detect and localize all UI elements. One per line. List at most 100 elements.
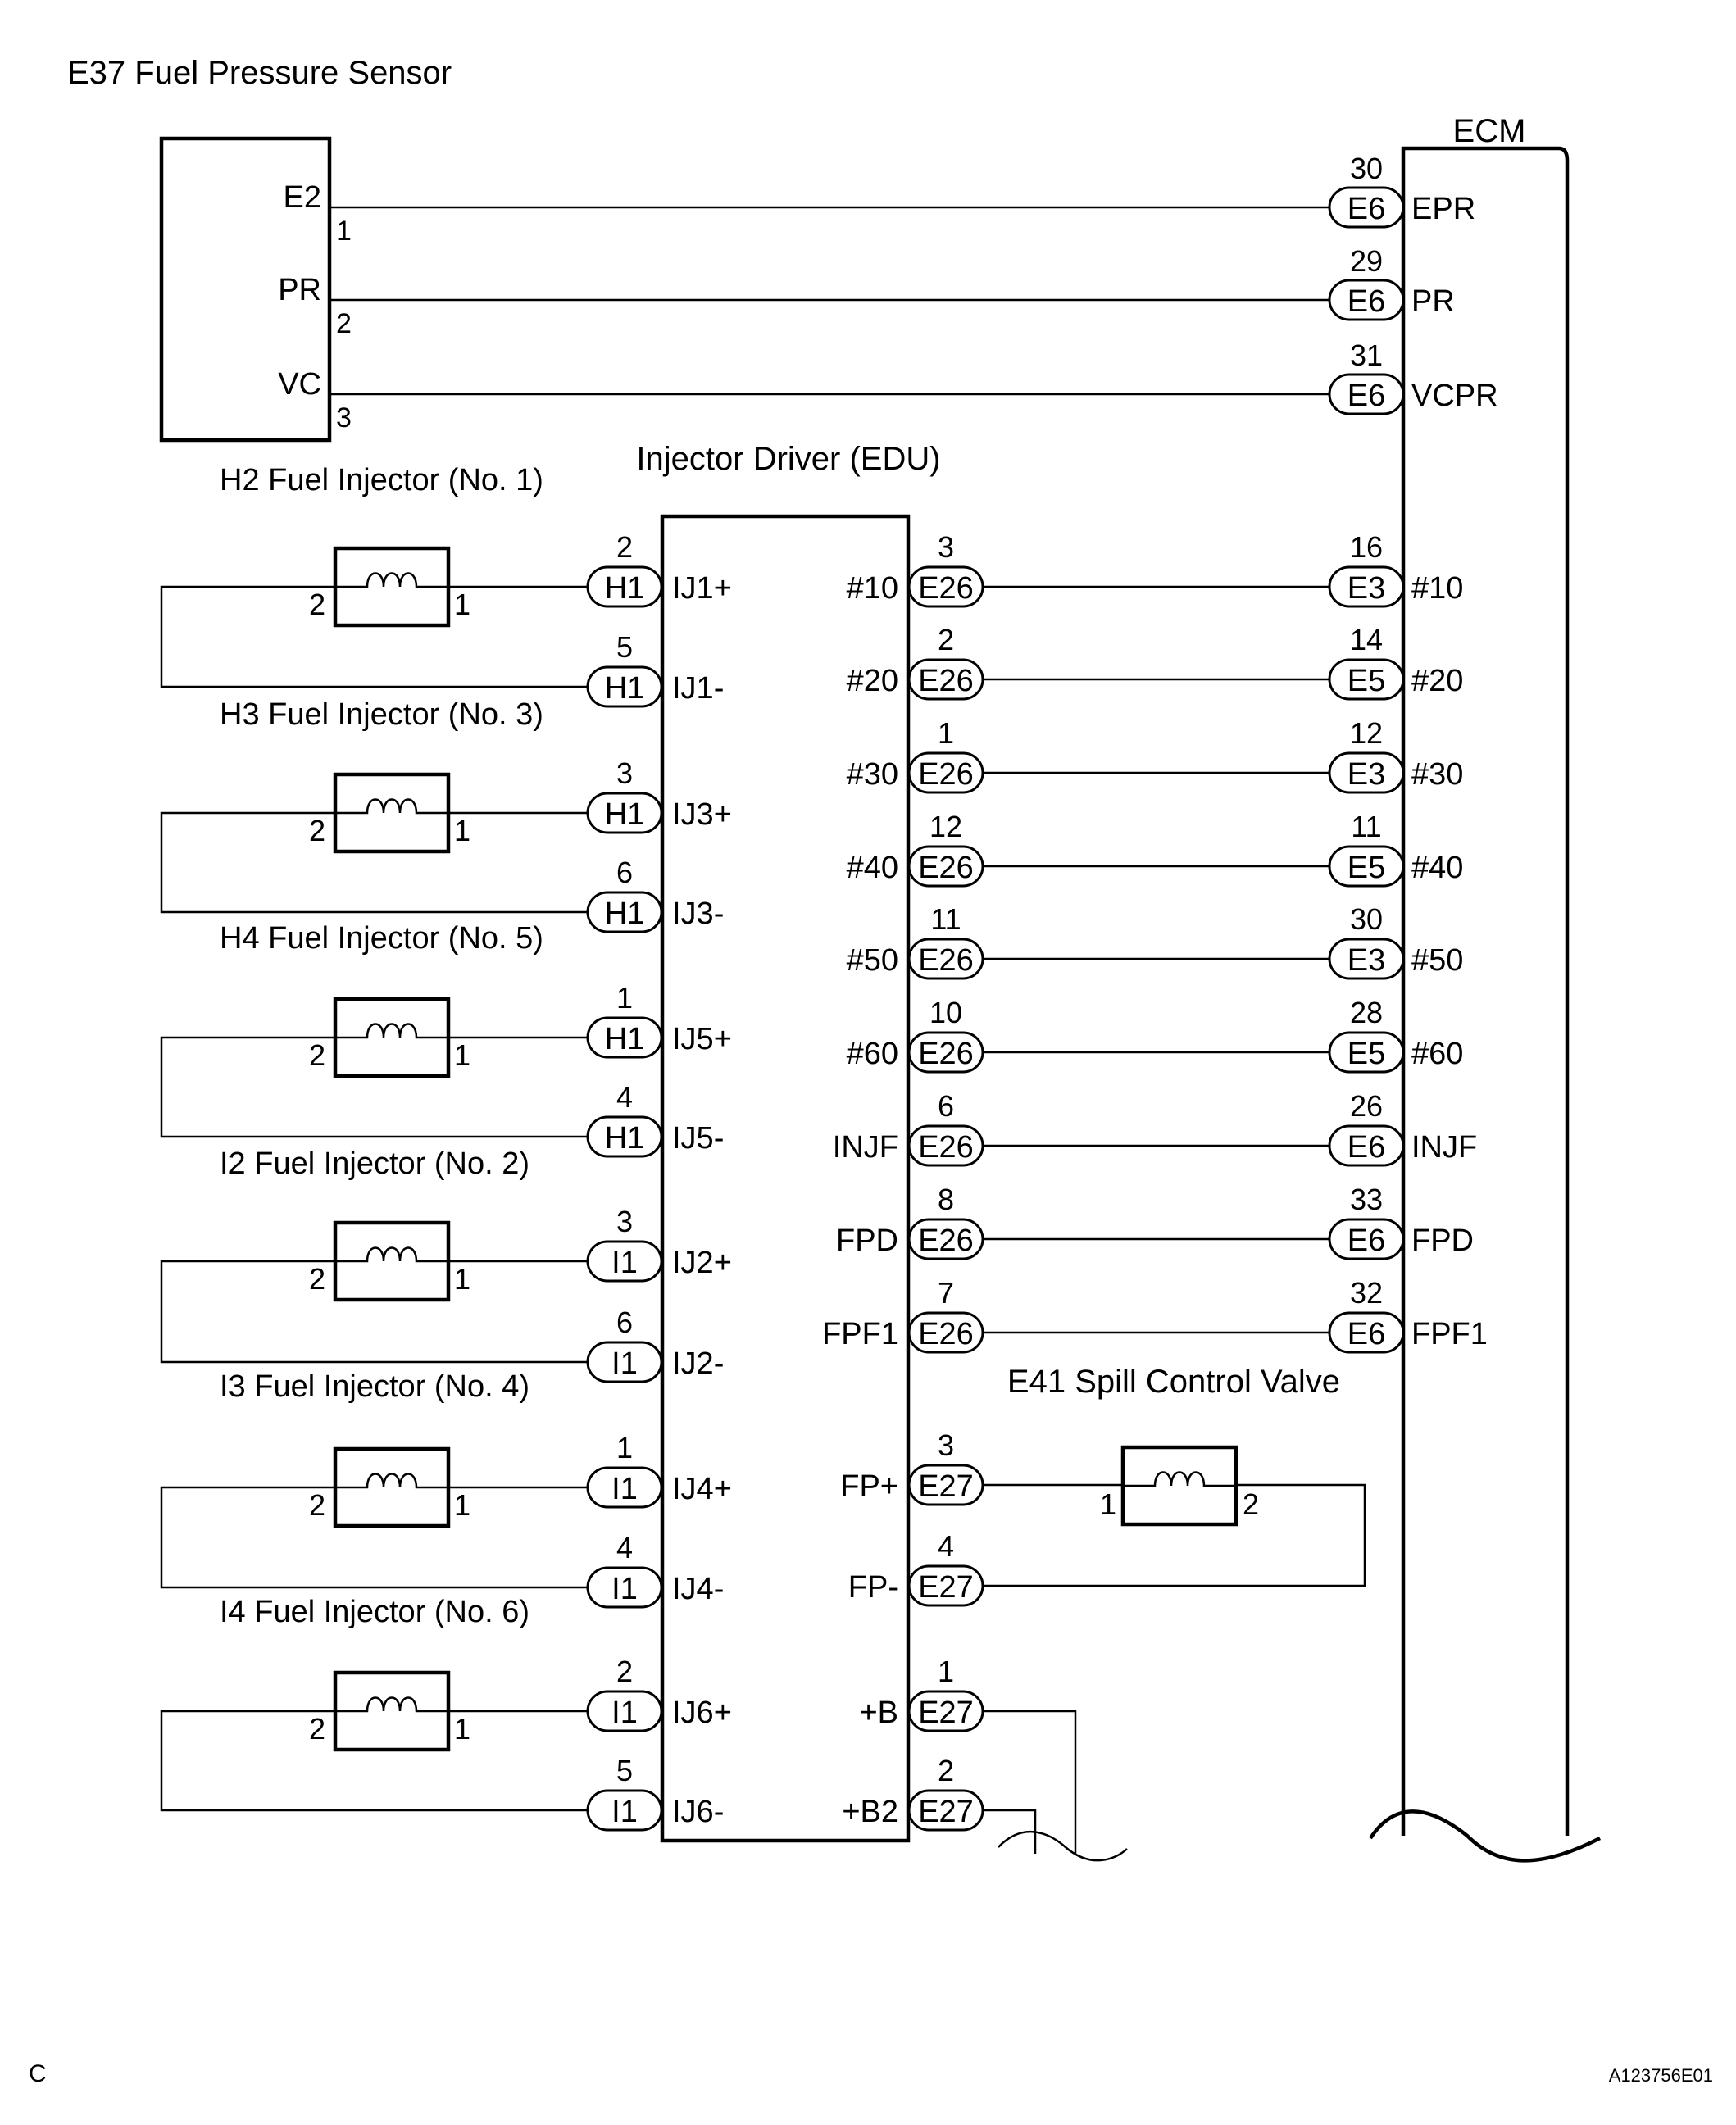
- sensor-pin-number: 1: [336, 216, 352, 247]
- ecm-pin-number: 28: [1350, 996, 1383, 1029]
- edu-connector-label: E26: [918, 1037, 974, 1071]
- edu-pin-number: 7: [938, 1276, 954, 1310]
- ecm-connector-label: E6: [1347, 192, 1385, 226]
- edu-title: Injector Driver (EDU): [636, 441, 940, 477]
- edu-connector-label: E26: [918, 851, 974, 885]
- ecm-pin-number: 26: [1350, 1089, 1383, 1123]
- ecm-pin-number: 30: [1350, 902, 1383, 936]
- footer-figure-id: A123756E01: [1609, 2065, 1713, 2086]
- edu-pin-number: 3: [616, 1205, 633, 1238]
- edu-connector: [907, 1690, 984, 1732]
- ecm-terminal-label: #30: [1411, 757, 1463, 792]
- sensor-pin-number: 3: [336, 402, 352, 434]
- edu-pin-number: 4: [938, 1529, 954, 1563]
- edu-terminal-label: FP+: [840, 1469, 898, 1504]
- coil-icon: [335, 1246, 448, 1263]
- ecm-pin-number: 11: [1351, 810, 1381, 843]
- injector-pin-number: 1: [454, 1262, 470, 1296]
- injector-connector: [586, 1341, 663, 1383]
- coil-icon: [1123, 1471, 1236, 1487]
- coil-icon: [335, 1473, 448, 1489]
- injector-pin-number: 2: [309, 1488, 325, 1522]
- edu-terminal-label: IJ4+: [672, 1472, 732, 1506]
- edu-connector: [907, 938, 984, 980]
- injector-title: H3 Fuel Injector (No. 3): [220, 697, 543, 732]
- ecm-connector-label: E5: [1347, 1037, 1385, 1071]
- footer-page-code: C: [29, 2060, 47, 2087]
- injector-connector: [586, 1016, 663, 1059]
- spill-valve-pin-number: 1: [1100, 1487, 1116, 1521]
- edu-pin-number: 1: [616, 1431, 633, 1464]
- ecm-connector-label: E6: [1347, 1130, 1385, 1165]
- ecm-terminal-label: #20: [1411, 664, 1463, 698]
- edu-terminal-label: FPD: [836, 1224, 898, 1258]
- edu-terminal-label: IJ6+: [672, 1696, 732, 1730]
- injector-connector-label: H1: [605, 671, 645, 706]
- injector-connector-label: H1: [605, 897, 645, 931]
- ecm-pin-number: 30: [1350, 152, 1383, 185]
- injector-title: I3 Fuel Injector (No. 4): [220, 1369, 529, 1404]
- ecm-connector: [1328, 279, 1405, 321]
- edu-terminal-label: IJ4-: [672, 1572, 724, 1606]
- spill-valve-wire: [983, 1483, 1366, 1587]
- edu-terminal-label: #50: [847, 943, 898, 978]
- injector-pin-number: 2: [309, 814, 325, 847]
- edu-connector-label: E27: [918, 1696, 974, 1730]
- injector-title: H2 Fuel Injector (No. 1): [220, 463, 543, 497]
- ecm-connector: [1328, 1311, 1405, 1354]
- ecm-pin-number: 16: [1350, 530, 1383, 564]
- edu-connector-label: E26: [918, 571, 974, 606]
- edu-terminal-label: IJ2-: [672, 1346, 724, 1381]
- power-supply-wire: [983, 1809, 1037, 1854]
- power-supply-wire: [983, 1710, 1077, 1854]
- edu-pin-number: 2: [938, 623, 954, 656]
- ecm-terminal-label: #40: [1411, 851, 1463, 885]
- injector-connector-label: I1: [611, 1795, 638, 1829]
- ecm-pin-number: 33: [1350, 1183, 1383, 1216]
- edu-connector: [907, 658, 984, 701]
- injector-pin-number: 1: [454, 588, 470, 621]
- edu-terminal-label: #60: [847, 1037, 898, 1071]
- injector-connector: [586, 1240, 663, 1283]
- injector-connector: [586, 1466, 663, 1509]
- ecm-pin-number: 29: [1350, 244, 1383, 278]
- ecm-terminal-label: INJF: [1411, 1130, 1477, 1165]
- injector-connector: [586, 1115, 663, 1158]
- ecm-pin-number: 12: [1350, 716, 1383, 750]
- ecm-connector-label: E5: [1347, 664, 1385, 698]
- sensor-title: E37 Fuel Pressure Sensor: [67, 55, 452, 91]
- injector-pin-number: 1: [454, 1488, 470, 1522]
- edu-terminal-label: #10: [847, 571, 898, 606]
- sensor-pin-number: 2: [336, 308, 352, 339]
- edu-pin-number: 4: [616, 1080, 633, 1114]
- ecm-title: ECM: [1453, 113, 1526, 149]
- edu-terminal-label: #40: [847, 851, 898, 885]
- edu-connector-label: E27: [918, 1469, 974, 1504]
- edu-pin-number: 2: [616, 1655, 633, 1688]
- injector-connector-label: I1: [611, 1472, 638, 1506]
- wavy-break-icon: [998, 1830, 1128, 1862]
- injector-pin-number: 2: [309, 1262, 325, 1296]
- injector-connector-label: I1: [611, 1246, 638, 1280]
- edu-pin-number: 4: [616, 1531, 633, 1564]
- injector-connector-label: I1: [611, 1696, 638, 1730]
- edu-terminal-label: IJ6-: [672, 1795, 724, 1829]
- edu-terminal-label: IJ3-: [672, 897, 724, 931]
- edu-terminal-label: FP-: [848, 1570, 898, 1605]
- injector-connector: [586, 1690, 663, 1732]
- ecm-connector: [1328, 938, 1405, 980]
- edu-pin-number: 6: [616, 1305, 633, 1339]
- ecm-terminal-label: #10: [1411, 571, 1463, 606]
- edu-terminal-label: IJ5-: [672, 1121, 724, 1156]
- ecm-pin-number: 32: [1350, 1276, 1383, 1310]
- spill-valve-pin-number: 2: [1243, 1487, 1259, 1521]
- edu-connector-label: E26: [918, 943, 974, 978]
- edu-pin-number: 2: [616, 530, 633, 564]
- ecm-connector: [1328, 658, 1405, 701]
- injector-connector-label: H1: [605, 797, 645, 832]
- injector-driver-box: [660, 514, 911, 1843]
- edu-pin-number: 2: [938, 1754, 954, 1787]
- edu-terminal-label: IJ5+: [672, 1022, 732, 1056]
- injector-pin-number: 2: [309, 1712, 325, 1746]
- injector-return-wire: [160, 1260, 588, 1364]
